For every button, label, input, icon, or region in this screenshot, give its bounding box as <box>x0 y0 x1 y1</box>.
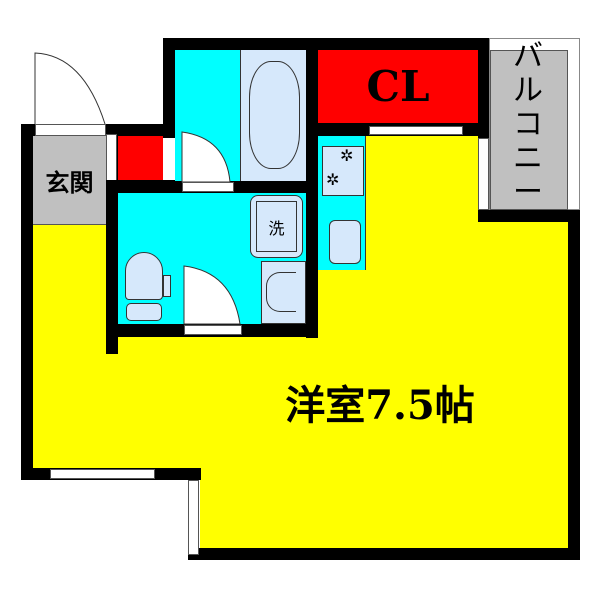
burner-icon: ✲ <box>326 170 340 189</box>
stove <box>322 146 364 196</box>
bathtub-icon <box>249 61 300 169</box>
main-room-label-box: 洋室7.5帖 <box>255 372 505 432</box>
toilet-tank-icon <box>126 303 162 321</box>
bath-door-opening <box>182 182 234 192</box>
balcony-char: ル <box>513 73 543 108</box>
toilet-bowl-icon <box>125 252 163 300</box>
balcony-sliding-window <box>478 138 489 210</box>
entrance-bottom-line <box>33 224 106 225</box>
wall <box>478 210 580 222</box>
main-room-fill <box>305 270 385 340</box>
wash-basin-bowl-icon <box>266 272 296 312</box>
entrance-room: 玄関 <box>33 136 106 225</box>
balcony-char: バ <box>513 39 543 74</box>
wall <box>21 124 33 480</box>
entrance-door-opening <box>35 124 106 136</box>
shoe-storage <box>118 136 163 180</box>
closet-room: CL <box>318 50 478 123</box>
closet-label: CL <box>366 62 430 111</box>
balcony-room <box>490 50 568 210</box>
wall <box>163 38 175 138</box>
washing-machine-inner: 洗 <box>256 201 297 252</box>
entrance-label: 玄関 <box>45 168 94 197</box>
toilet-door-swing-icon <box>183 265 241 325</box>
toilet-door-opening <box>184 325 242 335</box>
wash-basin <box>261 261 306 324</box>
entrance-side-jamb <box>106 134 117 182</box>
balcony-char: ー <box>513 175 543 210</box>
washer-label: 洗 <box>268 218 285 238</box>
wall <box>306 38 318 338</box>
bath-door-swing-icon <box>181 131 231 183</box>
wall <box>188 548 580 560</box>
main-room-window-east <box>188 480 199 555</box>
wall <box>21 124 35 136</box>
main-room-fill <box>366 136 478 226</box>
entrance-door-swing-icon <box>34 52 106 125</box>
toilet-handle-icon <box>163 275 171 297</box>
wall <box>568 210 580 560</box>
main-room-label: 洋室7.5帖 <box>285 382 475 429</box>
main-room-window-south <box>50 469 155 479</box>
wall <box>106 124 175 136</box>
burner-icon: ✲ <box>340 146 354 165</box>
wall <box>163 38 490 50</box>
balcony-char: コ <box>513 107 543 142</box>
closet-sliding-door <box>369 126 463 135</box>
balcony-label: バ ル コ ニ ー <box>508 40 548 210</box>
balcony-char: ニ <box>513 141 543 176</box>
kitchen-sink-icon <box>329 220 361 264</box>
